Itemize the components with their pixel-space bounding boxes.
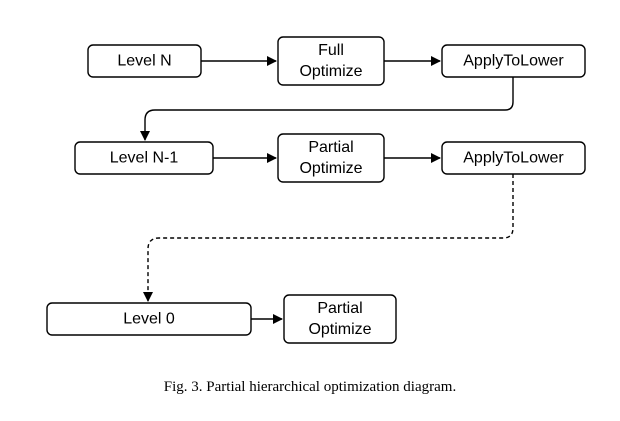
- edge-apply-lower-2-to-level-0: [143, 174, 514, 302]
- node-box: [87, 44, 202, 78]
- node-box: [46, 302, 252, 336]
- node-level-n: Level N: [87, 44, 202, 78]
- node-label: Level N-1: [110, 150, 179, 167]
- node-label: Full: [318, 42, 344, 59]
- node-label: Partial: [317, 300, 362, 317]
- node-apply-lower-2: ApplyToLower: [441, 141, 586, 175]
- node-label: Optimize: [308, 321, 371, 338]
- node-box: [74, 141, 214, 175]
- node-label: Optimize: [299, 160, 362, 177]
- edge-layer: [140, 56, 514, 324]
- node-apply-lower-1: ApplyToLower: [441, 44, 586, 78]
- node-label: Partial: [308, 139, 353, 156]
- node-label: Optimize: [299, 63, 362, 80]
- figure-caption: Fig. 3. Partial hierarchical optimizatio…: [163, 379, 457, 395]
- node-level-n-1: Level N-1: [74, 141, 214, 175]
- node-box: [277, 36, 385, 86]
- node-label: Level 0: [123, 311, 175, 328]
- node-label: ApplyToLower: [463, 150, 564, 167]
- node-label: Level N: [117, 53, 171, 70]
- node-label: ApplyToLower: [463, 53, 564, 70]
- node-box: [441, 44, 586, 78]
- edge-apply-lower-1-to-level-n-1: [140, 77, 514, 141]
- node-level-0: Level 0: [46, 302, 252, 336]
- node-box: [441, 141, 586, 175]
- node-box: [277, 133, 385, 183]
- node-box: [283, 294, 397, 344]
